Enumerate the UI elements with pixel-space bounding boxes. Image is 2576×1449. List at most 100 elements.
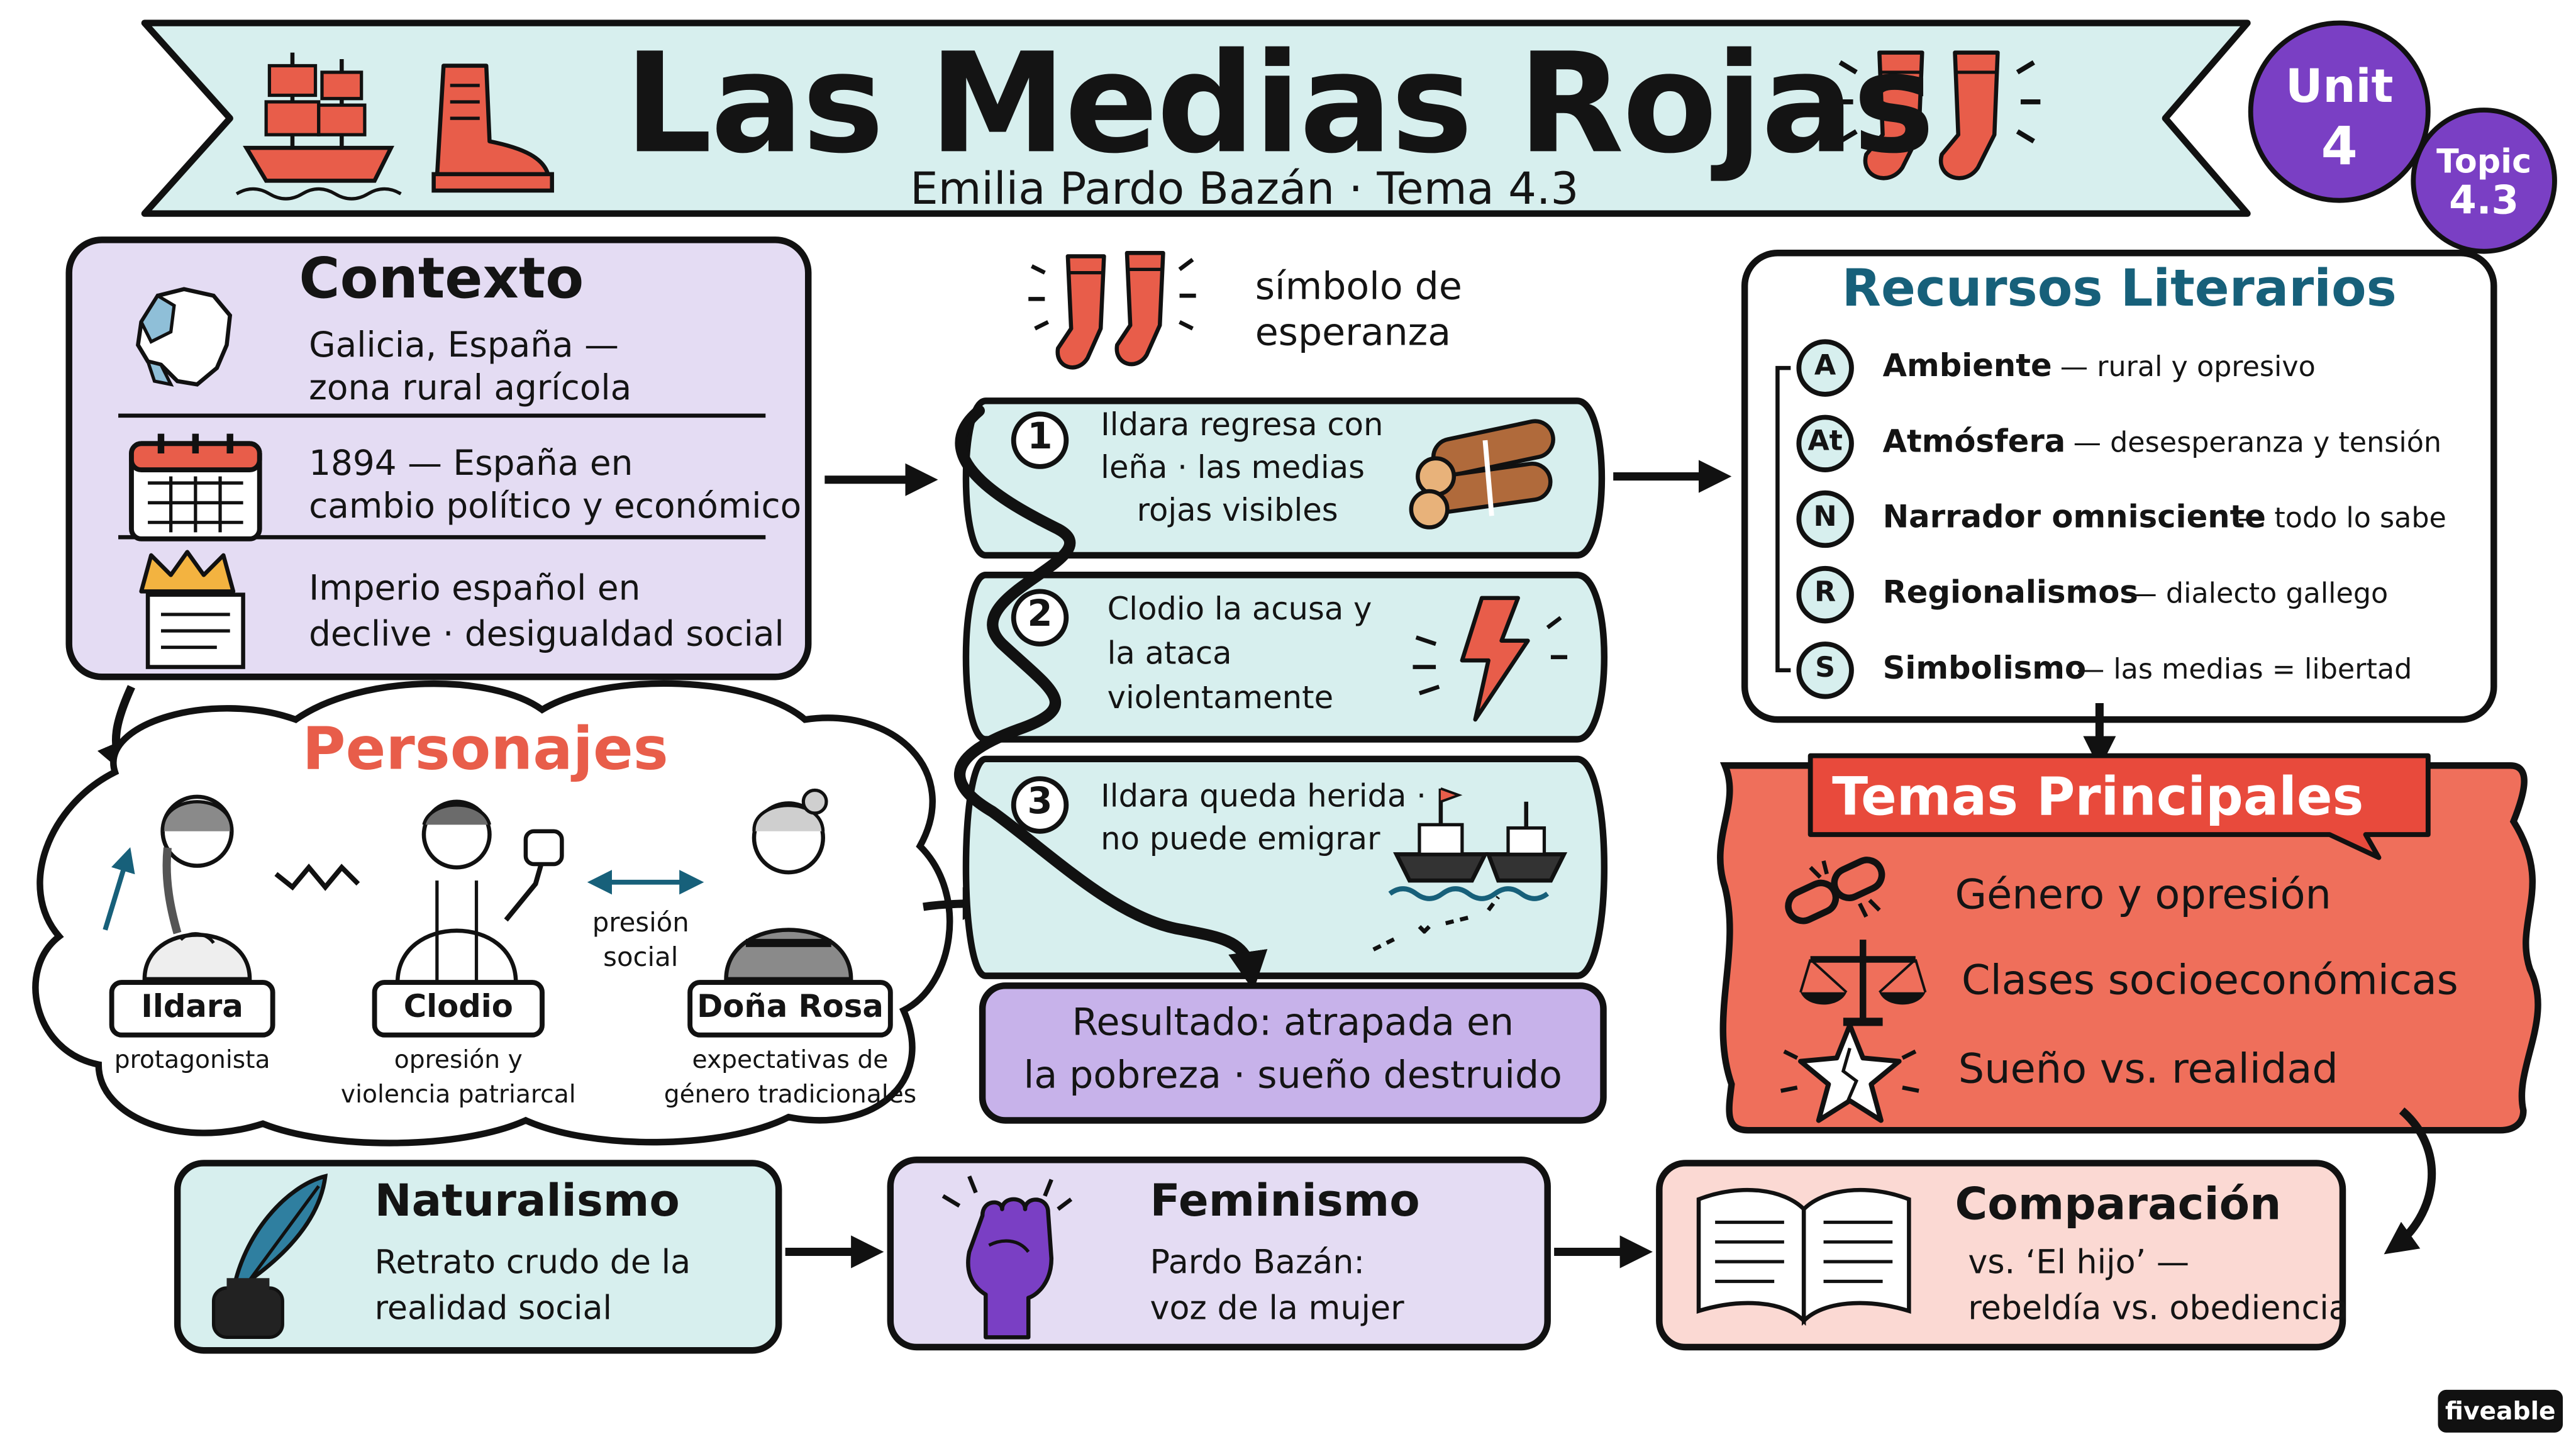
page-title: Las Medias Rojas — [624, 23, 1935, 184]
feminismo-title: Feminismo — [1150, 1176, 1420, 1228]
galicia-map-icon — [136, 287, 233, 387]
naturalismo-title: Naturalismo — [374, 1176, 680, 1228]
naturalismo-line-2: realidad social — [374, 1287, 613, 1328]
open-book-icon — [1696, 1187, 1911, 1326]
recurso-3-letter: N — [1813, 501, 1837, 534]
unit-badge — [2248, 20, 2431, 203]
contexto-title: Contexto — [299, 246, 584, 313]
pressure-label-line-2: social — [603, 941, 679, 973]
clodio-figure — [395, 799, 564, 985]
naturalismo-line-1: Retrato crudo de la — [374, 1241, 691, 1282]
event-2-line-1: Clodio la acusa y — [1107, 591, 1372, 628]
title-banner — [141, 19, 2251, 217]
symbol-line-1: símbolo de — [1255, 266, 1462, 309]
recurso-3-desc: — todo lo sabe — [2237, 502, 2446, 536]
ships-icon — [1372, 787, 1568, 952]
ildara-name-plate — [109, 980, 275, 1038]
crown-document-icon — [139, 550, 245, 669]
event-1-number: 1 — [1027, 417, 1053, 458]
contexto-row-2-line-1: 1894 — España en — [309, 443, 633, 483]
event-1-line-3: rojas visibles — [1136, 492, 1338, 530]
contexto-row-3-line-1: Imperio español en — [309, 568, 641, 608]
comparacion-line-2: rebeldía vs. obediencia — [1968, 1287, 2349, 1328]
recurso-1-letter: A — [1814, 350, 1836, 383]
tema-3-label: Sueño vs. realidad — [1958, 1045, 2338, 1093]
ildara-name: Ildara — [141, 989, 243, 1026]
recursos-box — [1741, 250, 2497, 723]
recurso-1-desc: — rural y opresivo — [2060, 352, 2316, 385]
topic-number: 4.3 — [2449, 177, 2519, 224]
feminismo-line-1: Pardo Bazán: — [1150, 1241, 1365, 1282]
recurso-1-term: Ambiente — [1882, 348, 2052, 385]
contexto-row-1-line-2: zona rural agrícola — [309, 368, 632, 408]
fiveable-logo-text: fiveable — [2445, 1396, 2556, 1426]
recurso-4-term: Regionalismos — [1882, 575, 2138, 611]
event-3-box — [962, 755, 1608, 979]
clodio-role-line-2: violencia patriarcal — [340, 1079, 576, 1109]
clodio-name: Clodio — [403, 989, 513, 1026]
recurso-2-term: Atmósfera — [1882, 423, 2066, 460]
contexto-row-2-line-2: cambio político y económico — [309, 486, 802, 526]
broken-chain-icon — [1785, 857, 1885, 924]
recursos-title: Recursos Literarios — [1841, 259, 2397, 319]
ildara-figure — [142, 794, 252, 982]
contexto-row-3-line-2: declive · desigualdad social — [309, 614, 784, 654]
tema-2-label: Clases socioeconómicas — [1961, 956, 2458, 1004]
event-1-line-1: Ildara regresa con — [1101, 407, 1384, 444]
dona-rosa-figure — [724, 788, 853, 982]
dona-rosa-role-line-1: expectativas de — [692, 1045, 889, 1075]
dona-rosa-name-plate — [687, 980, 893, 1038]
balance-scale-icon — [1799, 940, 1927, 1026]
event-2-line-3: violentamente — [1107, 680, 1334, 716]
unit-number: 4 — [2321, 114, 2358, 178]
unit-label: Unit — [2285, 59, 2394, 114]
result-line-1: Resultado: atrapada en — [1072, 1002, 1514, 1045]
contexto-row-1-line-1: Galicia, España — — [309, 325, 619, 365]
cracked-star-icon — [1780, 1023, 1919, 1123]
calendar-icon — [129, 433, 262, 541]
raised-fist-icon — [941, 1175, 1073, 1340]
dona-rosa-name: Doña Rosa — [697, 989, 884, 1026]
event-3-number: 3 — [1027, 782, 1053, 823]
recurso-3-term: Narrador omnisciente — [1882, 499, 2266, 536]
recurso-5-term: Simbolismo — [1882, 650, 2087, 687]
red-socks-symbol-icon — [1028, 251, 1196, 370]
page-subtitle: Emilia Pardo Bazán · Tema 4.3 — [910, 164, 1579, 216]
result-line-2: la pobreza · sueño destruido — [1023, 1055, 1562, 1097]
ildara-role: protagonista — [114, 1045, 270, 1075]
pressure-label-line-1: presión — [592, 906, 689, 938]
event-2-number: 2 — [1027, 594, 1053, 636]
sailing-ship-icon — [235, 52, 402, 201]
clodio-name-plate — [372, 980, 545, 1038]
event-2-line-2: la ataca — [1107, 635, 1232, 672]
recurso-2-letter: At — [1807, 425, 1843, 458]
recurso-5-desc: — las medias = libertad — [2076, 653, 2412, 687]
tema-1-label: Género y opresión — [1955, 870, 2331, 919]
dona-rosa-role-line-2: género tradicionales — [663, 1079, 917, 1109]
recurso-4-letter: R — [1814, 576, 1836, 610]
naturalismo-box — [174, 1160, 782, 1354]
topic-badge — [2411, 108, 2557, 254]
temas-box — [1717, 762, 2541, 1134]
contexto-box — [65, 236, 812, 680]
event-3-line-2: no puede emigrar — [1101, 821, 1380, 858]
result-box — [979, 982, 1607, 1124]
fiveable-logo: fiveable — [2438, 1389, 2563, 1433]
temas-title: Temas Principales — [1832, 765, 2364, 828]
event-2-box — [962, 572, 1608, 743]
recurso-4-desc: — dialecto gallego — [2129, 578, 2389, 611]
recurso-5-letter: S — [1815, 652, 1836, 686]
firewood-icon — [1409, 419, 1555, 530]
recurso-2-desc: — desesperanza y tensión — [2073, 427, 2442, 460]
feminismo-line-2: voz de la mujer — [1150, 1287, 1404, 1328]
red-socks-banner-icon — [1833, 50, 2041, 180]
feminismo-box — [887, 1156, 1551, 1351]
event-1-line-2: leña · las medias — [1101, 450, 1365, 487]
clodio-role-line-1: opresión y — [394, 1045, 523, 1075]
event-3-line-1: Ildara queda herida · — [1101, 779, 1427, 815]
personajes-title: Personajes — [302, 716, 669, 784]
topic-label: Topic — [2436, 141, 2532, 181]
comparacion-title: Comparación — [1955, 1179, 2282, 1231]
lightning-icon — [1413, 596, 1568, 722]
